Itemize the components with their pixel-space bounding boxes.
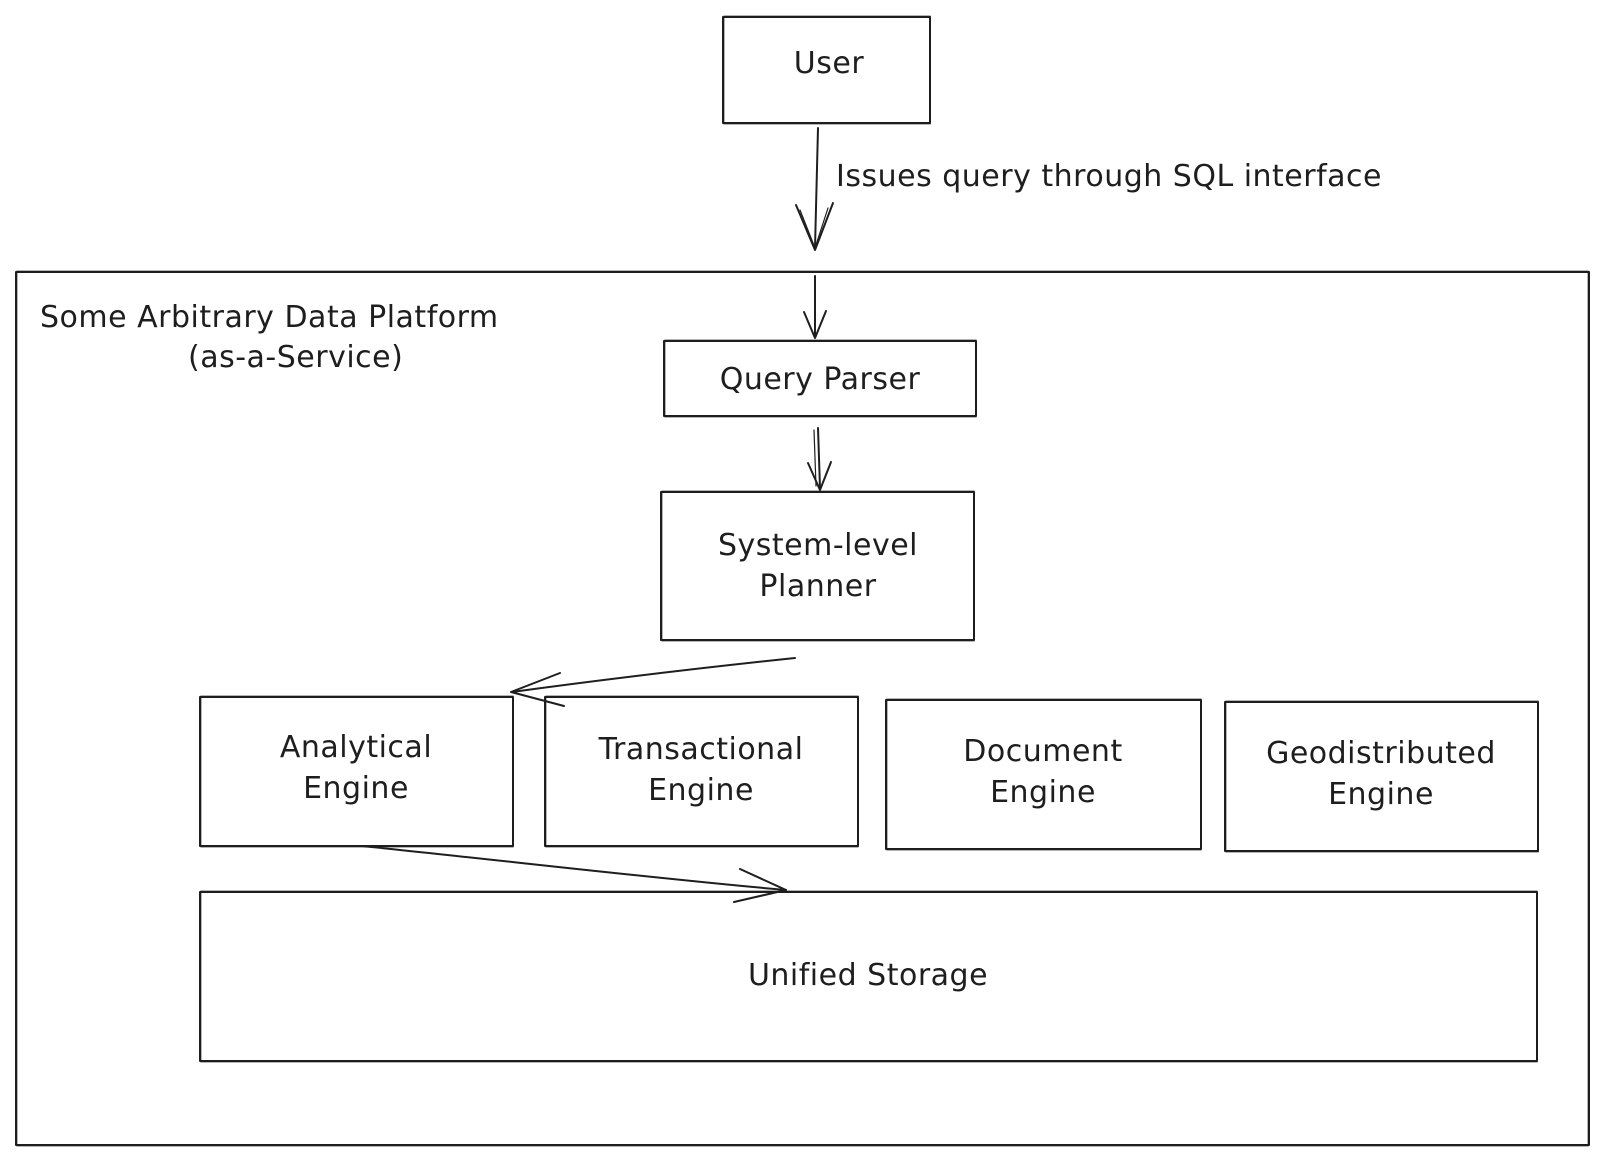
document-engine-label-line1: Document xyxy=(963,734,1122,769)
geodistributed-engine-node xyxy=(1224,700,1539,853)
user-label: User xyxy=(794,46,865,81)
analytical-engine-node xyxy=(199,695,514,848)
arrow-planner-to-analytical xyxy=(510,657,796,707)
query-parser-node xyxy=(663,339,977,418)
platform-title-line2: (as-a-Service) xyxy=(188,340,403,375)
transactional-engine-label-line2: Engine xyxy=(648,773,754,808)
platform-title-line1: Some Arbitrary Data Platform xyxy=(40,300,499,335)
arrow-parser-to-planner xyxy=(807,427,832,491)
arrow-to-query-parser xyxy=(803,275,827,339)
system-planner-node xyxy=(660,490,975,642)
analytical-engine-label-line2: Engine xyxy=(303,771,409,806)
system-planner-label-line2: Planner xyxy=(759,569,876,604)
edge-label-sql-interface: Issues query through SQL interface xyxy=(836,159,1382,194)
document-engine-node xyxy=(885,698,1202,851)
arrow-analytical-to-storage xyxy=(361,845,787,903)
unified-storage-node xyxy=(199,890,1538,1063)
query-parser-label: Query Parser xyxy=(720,362,921,397)
geodistributed-engine-label-line2: Engine xyxy=(1328,777,1434,812)
arrow-user-to-platform xyxy=(795,127,834,251)
transactional-engine-node xyxy=(544,695,859,848)
platform-container xyxy=(15,270,1590,1147)
analytical-engine-label-line1: Analytical xyxy=(280,730,432,765)
document-engine-label-line2: Engine xyxy=(990,775,1096,810)
unified-storage-label: Unified Storage xyxy=(748,958,988,993)
geodistributed-engine-label-line1: Geodistributed xyxy=(1266,736,1496,771)
user-node xyxy=(722,15,931,125)
system-planner-label-line1: System-level xyxy=(718,528,918,563)
transactional-engine-label-line1: Transactional xyxy=(598,732,804,767)
